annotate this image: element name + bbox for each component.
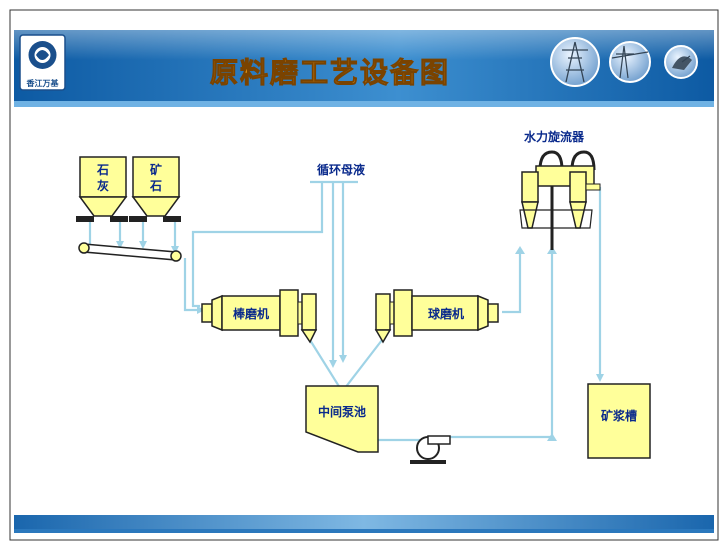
rod-mill: 棒磨机	[201, 289, 318, 344]
silo-lime: 石 灰	[76, 156, 128, 222]
silo-ore: 矿 石	[129, 156, 181, 222]
slurry-tank-label: 矿浆槽	[601, 408, 637, 423]
conveyor-belt	[78, 242, 182, 262]
intermediate-tank-label: 中间泵池	[318, 404, 366, 419]
ball-mill-label: 球磨机	[428, 306, 464, 321]
silo-lime-label-2: 灰	[97, 178, 109, 193]
recycle-liquor-label: 循环母液	[317, 162, 365, 177]
ball-mill: 球磨机	[374, 289, 499, 344]
rod-mill-label: 棒磨机	[233, 306, 269, 321]
silo-ore-label-1: 矿	[150, 162, 162, 177]
silo-lime-label-1: 石	[96, 163, 109, 177]
footer-band	[14, 515, 714, 529]
hydrocyclone-label: 水力旋流器	[524, 129, 585, 144]
page-title: 原料磨工艺设备图	[210, 56, 450, 89]
silo-ore-label-2: 石	[149, 179, 162, 193]
power-line-icon	[609, 41, 651, 83]
hydrocyclone	[519, 150, 601, 250]
power-tower-icon	[550, 37, 600, 87]
logo-text: 香江万基	[26, 78, 60, 88]
intermediate-pump-tank: 中间泵池	[305, 385, 379, 453]
company-logo: 香江万基	[19, 34, 66, 91]
slurry-pump	[410, 435, 451, 464]
slurry-tank: 矿浆槽	[587, 383, 651, 459]
satellite-dish-icon	[664, 45, 698, 79]
